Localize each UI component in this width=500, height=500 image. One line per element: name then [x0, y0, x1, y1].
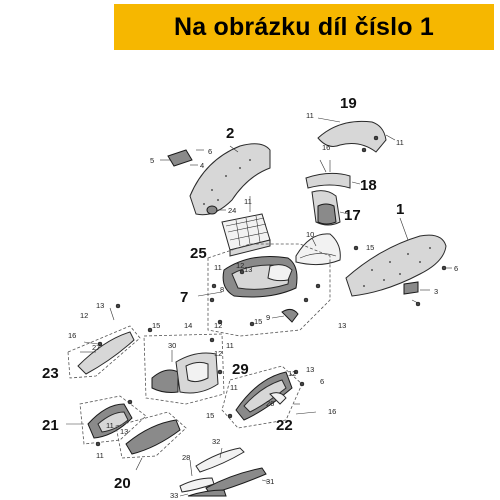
part-20-shape [115, 411, 187, 471]
label-15c: 15 [206, 411, 214, 420]
banner-title: Na obrázku díl číslo 1 [173, 12, 435, 41]
label-5: 5 [150, 156, 154, 165]
part-24-shape [206, 205, 226, 215]
label-22: 22 [276, 417, 293, 434]
label-29: 29 [232, 361, 249, 378]
label-16c: 16 [328, 407, 336, 416]
label-11c: 11 [244, 197, 252, 206]
label-11g: 11 [106, 421, 114, 430]
label-26: 26 [266, 399, 274, 408]
label-13d: 13 [120, 427, 128, 436]
label-12e: 12 [288, 369, 296, 378]
label-14: 14 [184, 321, 192, 330]
label-15a: 15 [152, 321, 160, 330]
label-19: 19 [340, 95, 357, 112]
label-12c: 12 [236, 261, 244, 270]
label-16a: 16 [322, 143, 330, 152]
label-3: 3 [434, 287, 438, 296]
label-24: 24 [228, 206, 236, 215]
label-7: 7 [180, 289, 188, 306]
label-13a: 13 [96, 301, 104, 310]
label-6c: 6 [320, 377, 324, 386]
part-23-shape [67, 303, 141, 379]
label-13c: 13 [306, 365, 314, 374]
label-18: 18 [360, 177, 377, 194]
label-21: 21 [42, 417, 59, 434]
label-11a: 11 [306, 111, 314, 120]
label-17: 17 [344, 207, 361, 224]
label-13b: 13 [338, 321, 346, 330]
label-10: 10 [306, 230, 314, 239]
part-21-shape [66, 395, 147, 447]
part-1-shape [345, 217, 452, 307]
part-29-shape [143, 327, 225, 405]
label-30: 30 [168, 341, 176, 350]
label-11d: 11 [214, 263, 222, 272]
label-33: 33 [170, 491, 178, 500]
banner: Na obrázku díl číslo 1 [114, 4, 494, 50]
label-16b: 16 [68, 331, 76, 340]
part-25-shape [221, 196, 271, 257]
part-18-shape [305, 159, 361, 189]
part-22-shape [221, 365, 317, 429]
part-17-shape [311, 190, 349, 226]
label-8: 8 [220, 285, 224, 294]
trim-parts [179, 447, 271, 497]
label-4: 4 [200, 161, 204, 170]
label-32: 32 [212, 437, 220, 446]
label-15d: 15 [254, 317, 262, 326]
label-12d: 12 [214, 349, 222, 358]
label-28: 28 [182, 453, 190, 462]
label-9: 9 [266, 313, 270, 322]
part-10-shape [295, 233, 341, 266]
label-2: 2 [226, 125, 234, 142]
label-12a: 12 [80, 311, 88, 320]
label-23: 23 [42, 365, 59, 382]
part-7-shape [197, 243, 331, 337]
label-27: 27 [92, 343, 100, 352]
label-6a: 6 [208, 147, 212, 156]
label-13e: 13 [244, 265, 252, 274]
label-12b: 12 [214, 321, 222, 330]
label-11h: 11 [96, 451, 104, 460]
label-1: 1 [396, 201, 404, 218]
label-11f: 11 [230, 383, 238, 392]
part-19-shape [317, 117, 396, 153]
label-6b: 6 [454, 264, 458, 273]
label-15b: 15 [366, 243, 374, 252]
label-25: 25 [190, 245, 207, 262]
label-31: 31 [266, 477, 274, 486]
label-11e: 11 [226, 341, 234, 350]
label-20: 20 [114, 475, 131, 492]
label-11b: 11 [396, 138, 404, 147]
part-2-shape [160, 143, 271, 216]
